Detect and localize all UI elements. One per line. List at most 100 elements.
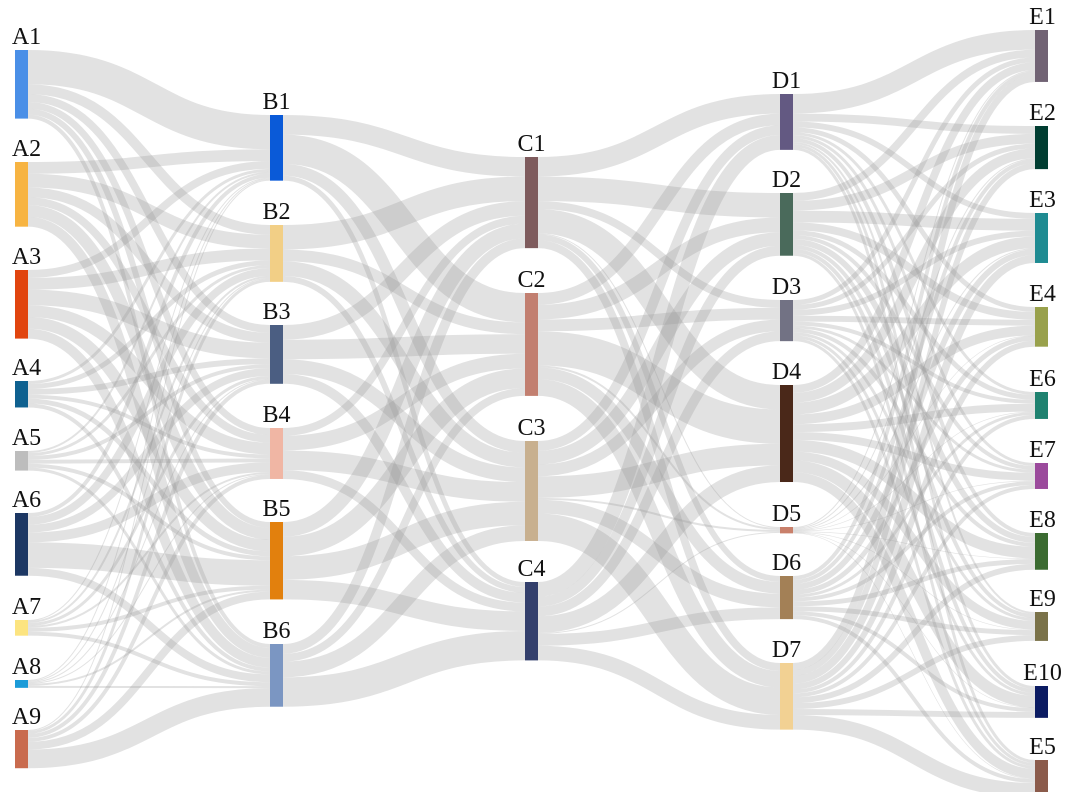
link-A2-B5 <box>27 205 271 540</box>
link-A7-B3 <box>27 375 271 626</box>
node-label-E6: E6 <box>1029 366 1056 392</box>
link-A6-B5 <box>27 542 271 586</box>
node-B6 <box>270 644 283 707</box>
node-D2 <box>780 193 793 256</box>
link-B6-C4 <box>282 631 526 707</box>
link-A6-B2 <box>27 268 271 525</box>
node-B5 <box>270 522 283 600</box>
link-B1-C2 <box>282 134 526 323</box>
link-D2-E5 <box>792 252 1036 766</box>
link-C4-D1 <box>537 135 781 597</box>
node-C2 <box>525 293 538 396</box>
node-label-A3: A3 <box>12 244 41 270</box>
link-D2-E4 <box>792 222 1036 320</box>
link-D6-E6 <box>792 412 1036 598</box>
link-A2-B2 <box>27 173 271 249</box>
link-A3-B3 <box>27 289 271 359</box>
link-D1-E4 <box>792 127 1036 312</box>
node-label-D1: D1 <box>772 68 801 94</box>
link-A1-B4 <box>27 101 271 435</box>
link-A8-B4 <box>27 474 271 684</box>
link-A5-B6 <box>27 467 271 675</box>
link-D1-E5 <box>792 146 1036 763</box>
link-A7-B2 <box>27 275 271 623</box>
node-A3 <box>15 270 28 339</box>
link-A9-B6 <box>27 688 271 769</box>
link-D3-E7 <box>792 325 1036 473</box>
link-B3-C3 <box>282 359 526 483</box>
link-D2-E6 <box>792 230 1036 400</box>
link-A8-B1 <box>27 178 271 681</box>
node-label-B5: B5 <box>262 496 290 522</box>
link-B6-C1 <box>282 238 526 654</box>
node-A2 <box>15 162 28 227</box>
node-D7 <box>780 663 793 730</box>
link-C4-D5 <box>537 531 781 634</box>
node-label-A9: A9 <box>12 704 41 730</box>
link-D2-E9 <box>792 244 1036 618</box>
link-D5-E10 <box>792 532 1036 709</box>
link-A6-B1 <box>27 173 271 517</box>
link-C3-D7 <box>537 513 781 715</box>
link-B6-C3 <box>282 525 526 678</box>
link-A4-B5 <box>27 398 271 557</box>
node-A8 <box>15 680 28 688</box>
link-D1-E10 <box>792 143 1036 689</box>
node-label-C3: C3 <box>517 415 545 441</box>
link-C3-D6 <box>537 499 781 608</box>
link-D5-E3 <box>792 248 1036 530</box>
link-A9-B5 <box>27 591 271 750</box>
link-D2-E3 <box>792 210 1036 231</box>
node-A1 <box>15 50 28 119</box>
node-A9 <box>15 730 28 769</box>
link-A9-B3 <box>27 379 271 738</box>
nodes-layer <box>15 30 1048 792</box>
link-A8-B5 <box>27 589 271 686</box>
node-label-B3: B3 <box>262 299 290 325</box>
node-E1 <box>1035 30 1048 82</box>
link-D4-E8 <box>792 439 1036 559</box>
link-D6-E3 <box>792 249 1036 590</box>
node-D3 <box>780 300 793 342</box>
link-A2-B3 <box>27 187 271 343</box>
link-D4-E1 <box>792 62 1036 393</box>
node-label-D2: D2 <box>772 167 801 193</box>
node-label-B4: B4 <box>262 402 290 428</box>
link-B2-C1 <box>282 176 526 250</box>
node-label-C4: C4 <box>517 556 545 582</box>
link-A3-B2 <box>27 248 271 290</box>
node-label-C1: C1 <box>517 131 545 157</box>
node-C4 <box>525 582 538 661</box>
link-D4-E10 <box>792 460 1036 708</box>
link-C1-D2 <box>537 176 781 218</box>
link-D3-E8 <box>792 328 1036 547</box>
link-C1-D3 <box>537 201 781 308</box>
link-B1-C4 <box>282 175 526 587</box>
node-B3 <box>270 325 283 384</box>
link-A1-B6 <box>27 114 271 648</box>
link-C3-D1 <box>537 125 781 451</box>
link-D5-E9 <box>792 531 1036 631</box>
link-D5-E8 <box>792 531 1036 560</box>
link-C1-D1 <box>537 94 781 177</box>
link-A6-B4 <box>27 462 271 543</box>
link-C2-D5 <box>537 365 781 530</box>
link-D6-E7 <box>792 481 1036 602</box>
node-label-E2: E2 <box>1029 100 1056 126</box>
link-A1-B2 <box>27 84 271 235</box>
link-A5-B5 <box>27 463 271 561</box>
link-D1-E1 <box>792 30 1036 114</box>
link-A3-B6 <box>27 328 271 668</box>
node-label-E5: E5 <box>1029 734 1056 760</box>
node-B2 <box>270 225 283 282</box>
link-A3-B4 <box>27 305 271 455</box>
link-A1-B3 <box>27 94 271 333</box>
link-D7-E2 <box>792 163 1036 676</box>
node-label-A7: A7 <box>12 594 41 620</box>
node-label-A6: A6 <box>12 487 41 513</box>
link-A3-B5 <box>27 317 271 552</box>
link-A1-B1 <box>27 50 271 150</box>
link-D2-E8 <box>792 239 1036 543</box>
